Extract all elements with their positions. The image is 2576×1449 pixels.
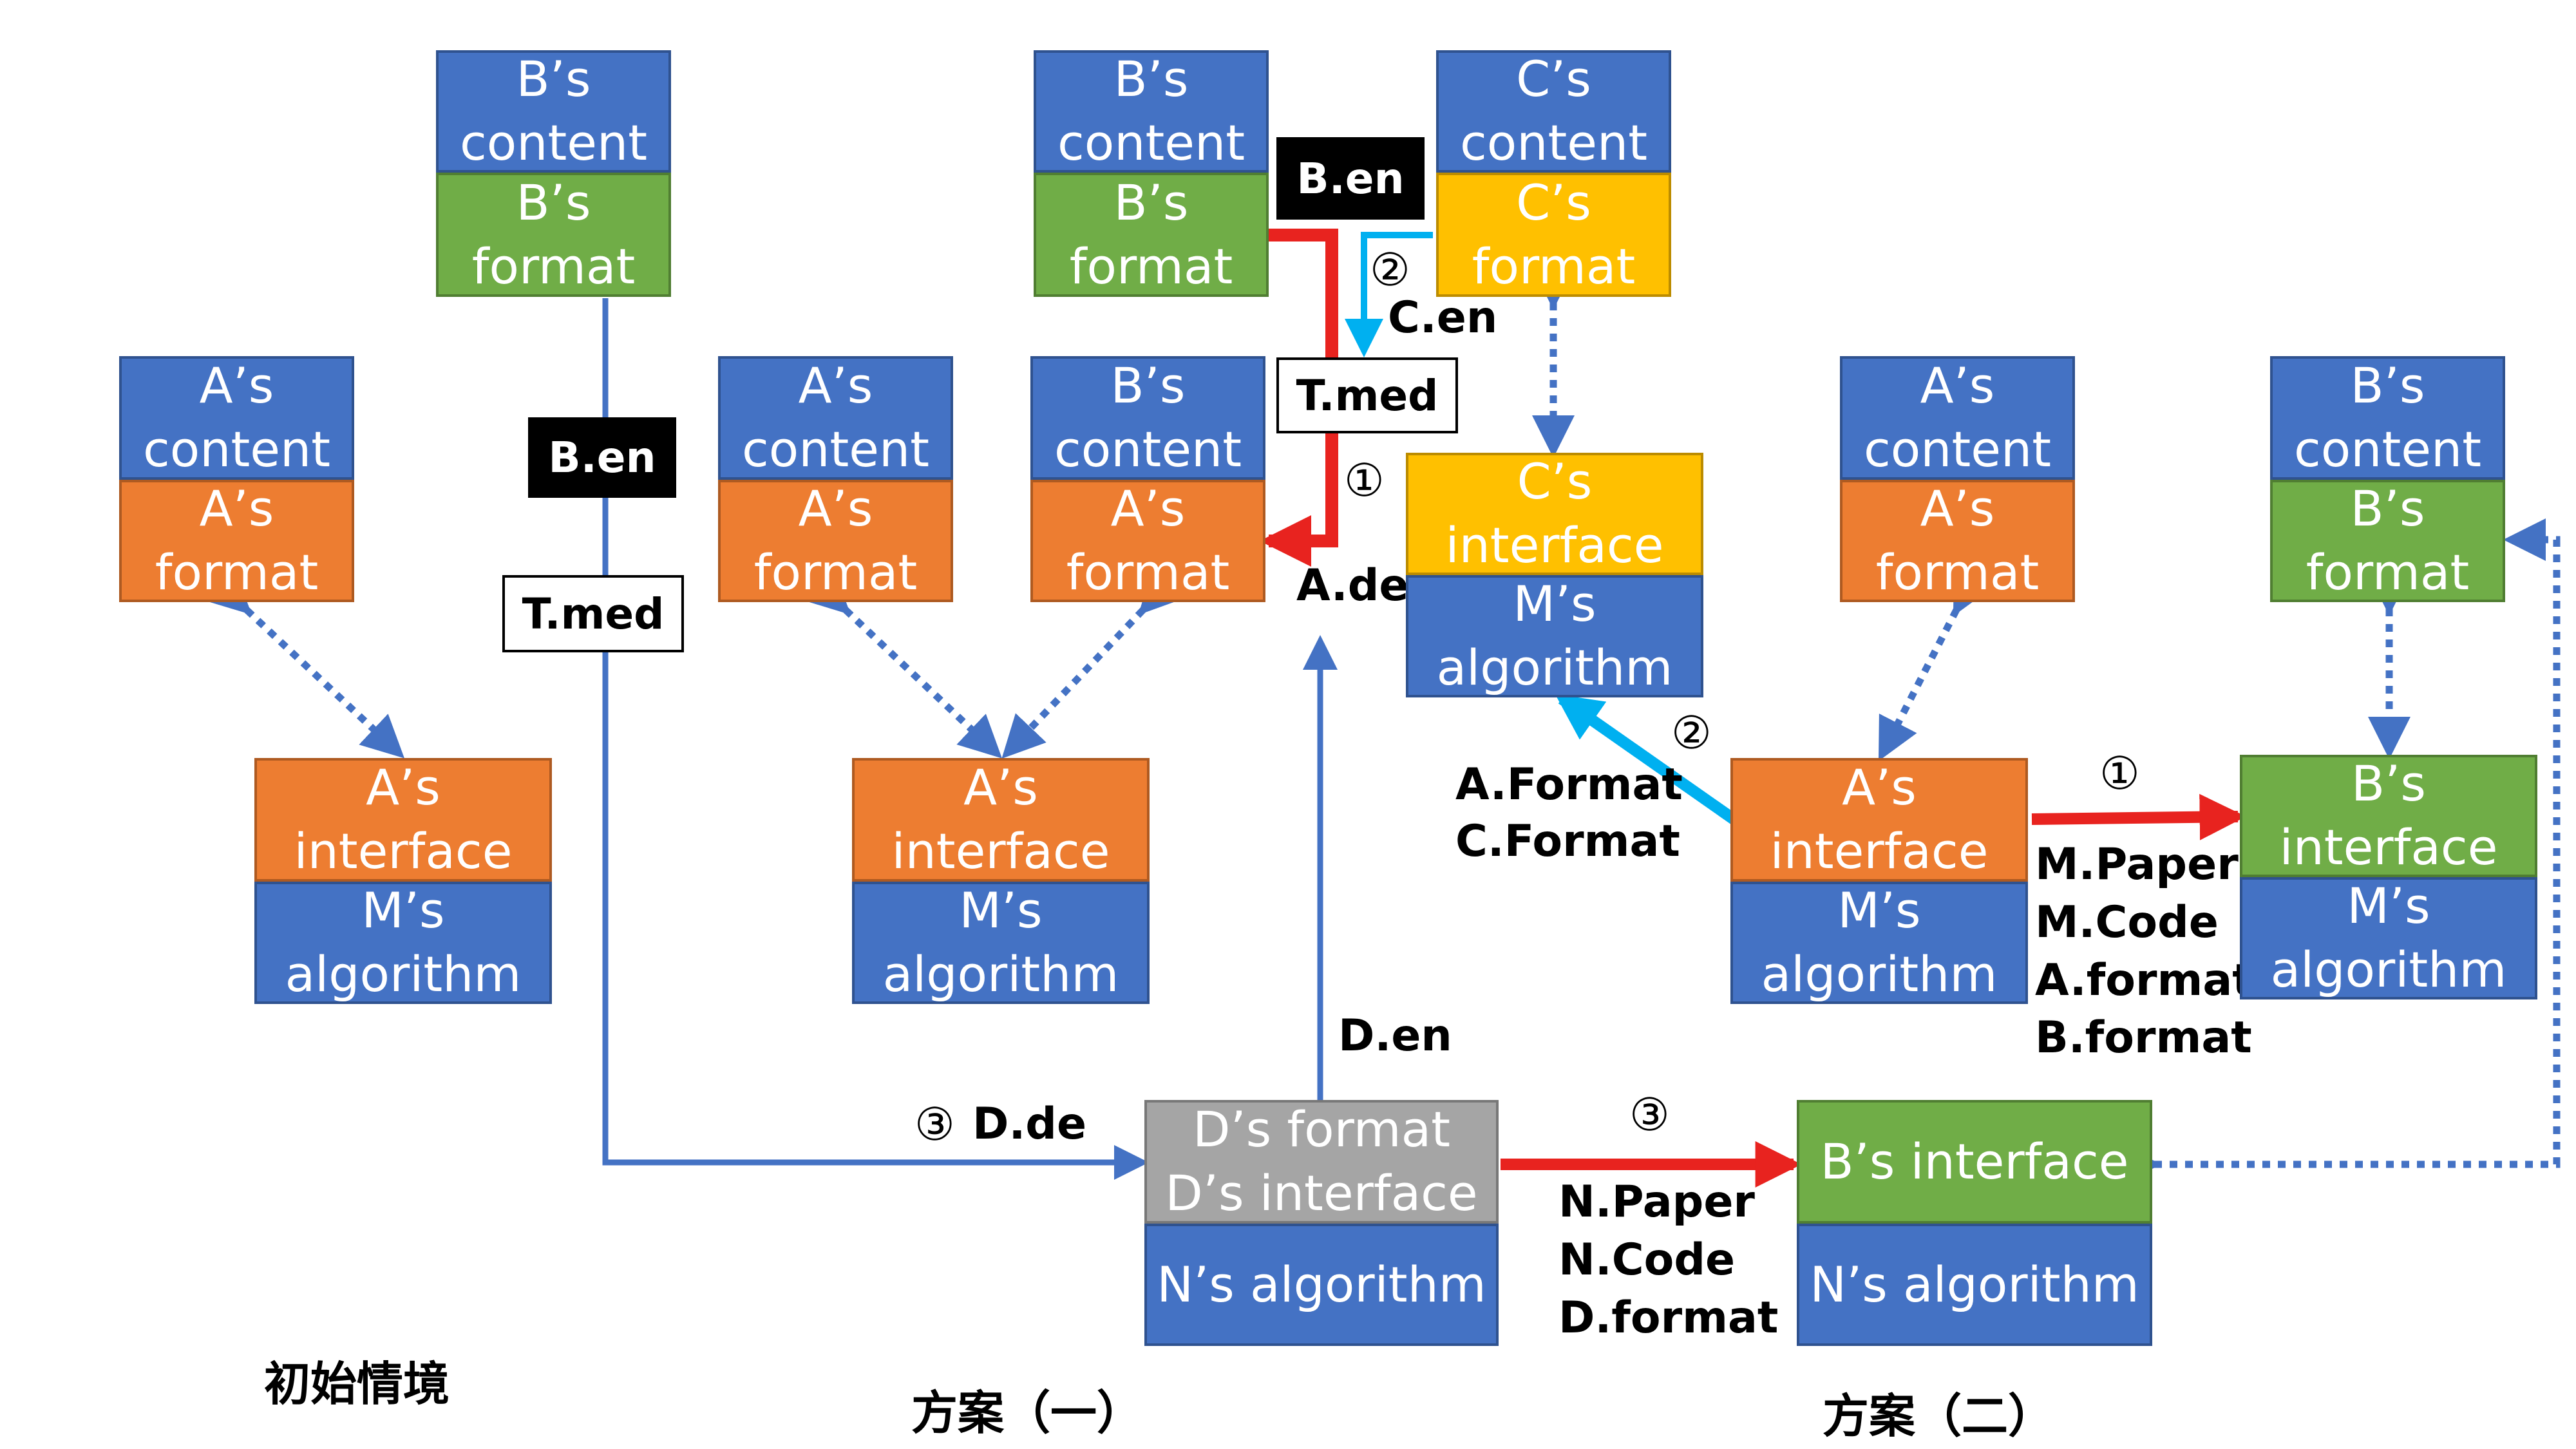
s1-n-algorithm-box: N’s algorithm	[1144, 1224, 1499, 1346]
a-format-label: A.Format	[1455, 759, 1683, 810]
s1-a-format-box: A’s format	[718, 480, 953, 602]
step-2-cyan: ②	[1671, 706, 1712, 759]
c-format-label: C.Format	[1455, 816, 1680, 867]
init-a-format-box: A’s format	[119, 480, 354, 602]
step-3-right: ③	[1629, 1088, 1670, 1141]
caption-initial: 初始情境	[264, 1357, 450, 1411]
cyan-path-c-to-tmed	[1345, 232, 1433, 357]
s2-a-content-box: A’s content	[1840, 356, 2075, 480]
s1-c-interface-box: C’s interface	[1406, 453, 1703, 575]
s1-d-format-interface-box: D’s format D’s interface	[1144, 1100, 1499, 1224]
s1-a-format2-box: A’s format	[1030, 480, 1265, 602]
step-1-red-right: ①	[2099, 747, 2140, 800]
n-d-format-label: D.format	[1558, 1292, 1779, 1343]
s1-a-interface-box: A’s interface	[852, 758, 1150, 882]
s2-a-interface-box: A’s interface	[1730, 758, 2028, 882]
dotted-link-s2-a	[1878, 568, 1992, 761]
init-b-content-box: B’s content	[436, 50, 671, 173]
cyan-arrow-format	[1555, 694, 1738, 824]
s2-m-algorithm2-box: M’s algorithm	[2240, 877, 2537, 999]
dotted-link-a	[805, 570, 1002, 759]
s2-m-algorithm-box: M’s algorithm	[1730, 882, 2028, 1004]
caption-plan1: 方案（一）	[911, 1386, 1144, 1440]
c-en-label: C.en	[1388, 292, 1498, 343]
s2-b-interface-n-box: B’s interface	[1797, 1100, 2152, 1224]
m-paper-label: M.Paper	[2035, 839, 2239, 890]
s1-a-content-box: A’s content	[718, 356, 953, 480]
s2-a-format-box: A’s format	[1840, 480, 2075, 602]
s2-b-interface-box: B’s interface	[2240, 755, 2537, 877]
init-b-format-box: B’s format	[436, 173, 671, 297]
n-paper-label: N.Paper	[1558, 1177, 1755, 1227]
m-b-format-label: B.format	[2035, 1012, 2252, 1064]
s1-c-format-box: C’s format	[1436, 173, 1671, 297]
step-3-left: ③	[914, 1098, 955, 1151]
init-a-interface-box: A’s interface	[254, 758, 552, 882]
d-de-label: D.de	[972, 1099, 1087, 1150]
s2-b-format-box: B’s format	[2270, 480, 2505, 602]
s1-m-algorithm2-box: M’s algorithm	[852, 882, 1150, 1004]
m-code-label: M.Code	[2035, 896, 2219, 948]
m-a-format-label: A.format	[2035, 954, 2253, 1006]
s1-m-algorithm-box: M’s algorithm	[1406, 575, 1703, 697]
n-code-label: N.Code	[1558, 1234, 1736, 1285]
d-en-label: D.en	[1338, 1010, 1452, 1061]
init-m-algorithm-box: M’s algorithm	[254, 882, 552, 1004]
init-a-content-box: A’s content	[119, 356, 354, 480]
m-labels: M.Paper M.Code A.format B.format	[2035, 836, 2253, 1067]
s1-c-content-box: C’s content	[1436, 50, 1671, 173]
a-de-label: A.de	[1296, 560, 1409, 611]
t-med-tag-2: T.med	[1276, 357, 1458, 433]
dotted-link-initial	[206, 570, 405, 759]
format-labels: A.Format C.Format	[1455, 757, 1683, 871]
s1-b-content-box: B’s content	[1034, 50, 1269, 173]
dotted-link-b	[1001, 569, 1183, 759]
caption-plan2: 方案（二）	[1823, 1389, 2055, 1443]
n-labels: N.Paper N.Code D.format	[1558, 1173, 1778, 1347]
t-med-tag: T.med	[502, 575, 684, 652]
d-format-text: D’s format	[1192, 1101, 1450, 1159]
red-arrow-m	[2031, 793, 2246, 840]
s2-n-algorithm-box: N’s algorithm	[1797, 1224, 2152, 1346]
s1-b-content2-box: B’s content	[1030, 356, 1265, 480]
step-1-red: ①	[1344, 454, 1385, 507]
s2-b-content-box: B’s content	[2270, 356, 2505, 480]
d-interface-text: D’s interface	[1165, 1164, 1478, 1222]
step-2-cyan-top: ②	[1370, 243, 1410, 296]
dotted-loop-b	[2119, 518, 2561, 1186]
b-en-tag-2: B.en	[1276, 137, 1425, 220]
b-en-tag: B.en	[528, 417, 676, 498]
s1-b-format-box: B’s format	[1034, 173, 1269, 297]
